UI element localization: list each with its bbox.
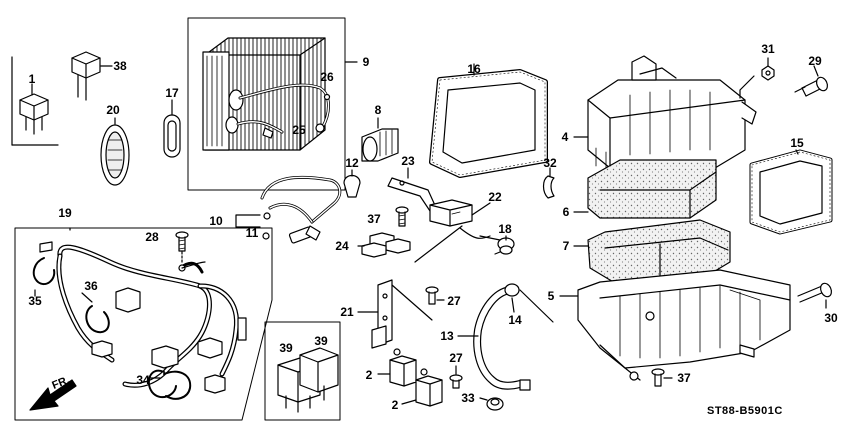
part-13-hose: [457, 283, 554, 391]
callout-27a: 27: [447, 294, 461, 308]
callout-23: 23: [401, 154, 415, 168]
part-37-screw: [395, 206, 409, 227]
part-33-clamp: [479, 397, 504, 411]
callout-1: 1: [28, 72, 36, 86]
callout-30: 30: [824, 311, 838, 325]
callout-38: 38: [113, 59, 127, 73]
diagram-code: ST88-B5901C: [707, 405, 783, 417]
part-15-gasket: [749, 149, 833, 235]
callout-4: 4: [561, 130, 569, 144]
part-24-connectors: [357, 232, 411, 258]
callout-37a: 37: [367, 212, 381, 226]
callout-22: 22: [488, 190, 502, 204]
part-5-lower-housing: [559, 269, 791, 381]
callout-15: 15: [790, 136, 804, 150]
front-arrow-icon: [29, 379, 77, 411]
callout-35: 35: [28, 294, 42, 308]
callout-26: 26: [320, 70, 334, 84]
callout-13: 13: [440, 329, 454, 343]
callout-25: 25: [292, 123, 306, 137]
callout-21: 21: [340, 305, 354, 319]
part-20-grommet: [100, 117, 130, 186]
callout-2b: 2: [391, 398, 399, 412]
callout-11: 11: [245, 226, 259, 240]
callout-29: 29: [808, 54, 822, 68]
callout-28: 28: [145, 230, 159, 244]
part-27b-screw: [449, 365, 463, 389]
part-8-collar: [361, 117, 399, 162]
callout-31: 31: [761, 42, 775, 56]
callout-17: 17: [165, 86, 179, 100]
part-37b-screw: [651, 368, 673, 387]
callout-7: 7: [562, 239, 570, 253]
part-6-insulator: [573, 159, 717, 219]
part-22-thermostat: [414, 199, 501, 263]
callout-8: 8: [374, 103, 382, 117]
part-30-bolt: [797, 282, 833, 309]
part-4-upper-housing: [573, 55, 757, 169]
callout-39a: 39: [279, 341, 293, 355]
part-31-nut: [739, 57, 775, 99]
part-38-connector: [71, 51, 113, 101]
callout-10: 10: [209, 214, 223, 228]
callout-20: 20: [106, 103, 120, 117]
part-10-pipe-assembly: [235, 175, 342, 244]
part-12-clip: [343, 169, 361, 198]
part-2-connectors: [377, 348, 443, 407]
part-29-bolt: [794, 65, 829, 97]
callout-5: 5: [547, 289, 555, 303]
callout-36: 36: [84, 279, 98, 293]
part-19-wire-harness: [14, 227, 273, 421]
callout-14: 14: [508, 313, 522, 327]
part-32-clip: [542, 167, 555, 199]
callout-24: 24: [335, 239, 349, 253]
part-1-relay: [11, 56, 59, 146]
callout-6: 6: [562, 205, 570, 219]
part-16-seal: [429, 63, 548, 178]
part-18-grommet: [494, 235, 515, 255]
callout-33: 33: [461, 391, 475, 405]
part-39-relays: [264, 321, 341, 421]
callout-18: 18: [498, 222, 512, 236]
callout-19: 19: [58, 206, 72, 220]
callout-16: 16: [467, 62, 481, 76]
part-7-insulator: [573, 219, 731, 287]
callout-27b: 27: [449, 351, 463, 365]
part-34-clip: [163, 370, 192, 400]
part-28-screw: [175, 231, 206, 272]
part-9-evaporator-core: [187, 17, 358, 191]
callout-9: 9: [362, 55, 370, 69]
callout-12: 12: [345, 156, 359, 170]
callout-2a: 2: [365, 368, 373, 382]
callout-32: 32: [543, 156, 557, 170]
callout-34: 34: [136, 373, 150, 387]
part-17-clip: [163, 99, 181, 158]
callout-37b: 37: [677, 371, 691, 385]
callout-39b: 39: [314, 334, 328, 348]
part-27-screw: [425, 286, 445, 305]
part-21-bracket: [357, 279, 433, 349]
